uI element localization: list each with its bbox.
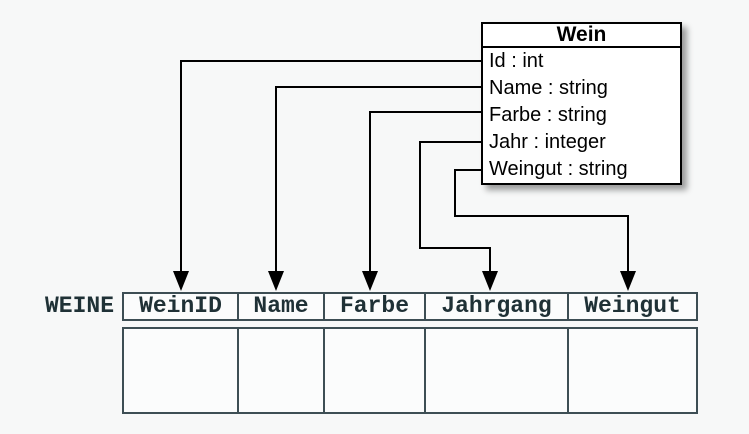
column-header-jahrgang: Jahrgang: [424, 294, 567, 319]
arrow-down-icon: [362, 271, 378, 291]
arrow-down-icon: [173, 271, 189, 291]
class-attribute: Id : int: [489, 50, 544, 72]
table-cell: [567, 329, 696, 412]
connector-name-to-name: [268, 86, 481, 291]
table-name-label: WEINE: [44, 293, 114, 319]
table-cell: [323, 329, 424, 412]
uml-class-box: Wein Id : int Name : string Farbe : stri…: [481, 22, 682, 185]
table-cell: [424, 329, 567, 412]
arrow-down-icon: [268, 271, 284, 291]
arrow-down-icon: [482, 271, 498, 291]
class-title: Wein: [483, 24, 680, 48]
connector-id-to-weinid: [173, 60, 481, 291]
connector-farbe-to-farbe: [362, 111, 481, 291]
table-header-row: WeinID Name Farbe Jahrgang Weingut: [122, 292, 698, 321]
column-header-weinid: WeinID: [139, 294, 222, 319]
class-attribute: Weingut : string: [489, 158, 628, 180]
column-header-farbe: Farbe: [323, 294, 424, 319]
table-cell: [237, 329, 323, 412]
class-attribute: Farbe : string: [489, 104, 607, 126]
arrow-down-icon: [620, 271, 636, 291]
class-attribute-list: Id : int Name : string Farbe : string Ja…: [483, 48, 680, 183]
connector-weingut-to-weingut: [454, 169, 636, 291]
class-attribute: Jahr : integer: [489, 131, 606, 153]
table-cell: [124, 329, 237, 412]
connector-jahr-to-jahrgang: [419, 141, 498, 291]
class-attribute: Name : string: [489, 77, 608, 99]
column-header-weingut: Weingut: [567, 294, 696, 319]
table-body-row: [122, 327, 698, 414]
column-header-name: Name: [237, 294, 323, 319]
